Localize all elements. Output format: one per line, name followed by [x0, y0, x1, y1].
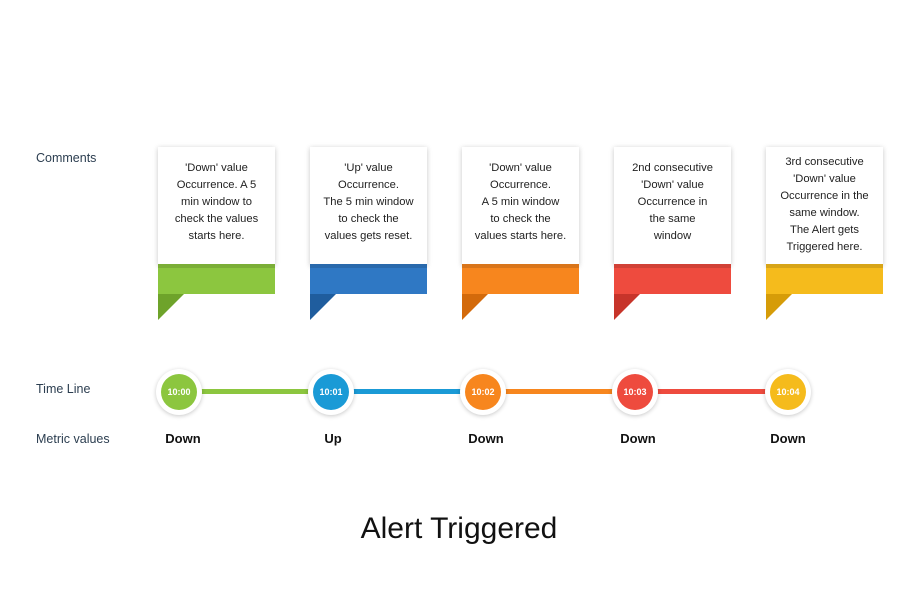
time-label: 10:03 [617, 374, 653, 410]
metric-value: Down [468, 431, 504, 446]
comment-text: 2nd consecutive 'Down' value Occurrence … [632, 162, 713, 242]
comment-card-3: 'Down' value Occurrence. A 5 min window … [462, 147, 579, 320]
metric-value: Down [770, 431, 806, 446]
metric-values-label: Metric values [36, 432, 110, 446]
timeline-segment-blue [352, 389, 466, 394]
time-label: 10:00 [161, 374, 197, 410]
comment-card-ribbon [462, 264, 579, 294]
timeline-segment-green [200, 389, 314, 394]
comment-card-4: 2nd consecutive 'Down' value Occurrence … [614, 147, 731, 320]
comment-card-body: 'Down' value Occurrence. A 5 min window … [158, 147, 275, 265]
timeline-node-3: 10:02 [460, 369, 506, 415]
comment-card-tail [614, 294, 640, 320]
comment-text: 3rd consecutive 'Down' value Occurrence … [780, 156, 869, 253]
timeline-node-1: 10:00 [156, 369, 202, 415]
comment-card-ribbon [158, 264, 275, 294]
metric-value: Down [165, 431, 201, 446]
time-label: 10:02 [465, 374, 501, 410]
comment-card-ribbon [766, 264, 883, 294]
timeline-label: Time Line [36, 382, 91, 396]
comment-card-tail [310, 294, 336, 320]
comment-card-body: 'Down' value Occurrence. A 5 min window … [462, 147, 579, 265]
timeline-node-4: 10:03 [612, 369, 658, 415]
comment-card-ribbon [614, 264, 731, 294]
metric-value: Up [324, 431, 342, 446]
comment-card-5: 3rd consecutive 'Down' value Occurrence … [766, 147, 883, 320]
time-label: 10:04 [770, 374, 806, 410]
comment-card-body: 'Up' value Occurrence. The 5 min window … [310, 147, 427, 265]
comment-card-body: 3rd consecutive 'Down' value Occurrence … [766, 147, 883, 265]
comment-card-body: 2nd consecutive 'Down' value Occurrence … [614, 147, 731, 265]
comments-label: Comments [36, 151, 97, 165]
timeline-segment-red [656, 389, 770, 394]
comment-card-tail [462, 294, 488, 320]
metric-value: Down [620, 431, 656, 446]
comment-text: 'Down' value Occurrence. A 5 min window … [474, 162, 567, 242]
comment-text: 'Up' value Occurrence. The 5 min window … [323, 162, 414, 242]
timeline-node-5: 10:04 [765, 369, 811, 415]
comment-card-1: 'Down' value Occurrence. A 5 min window … [158, 147, 275, 320]
comment-card-2: 'Up' value Occurrence. The 5 min window … [310, 147, 427, 320]
timeline-segment-orange [504, 389, 618, 394]
time-label: 10:01 [313, 374, 349, 410]
comment-card-ribbon [310, 264, 427, 294]
comment-card-tail [158, 294, 184, 320]
comment-card-tail [766, 294, 792, 320]
alert-triggered-title: Alert Triggered [360, 512, 558, 545]
timeline-node-2: 10:01 [308, 369, 354, 415]
comment-text: 'Down' value Occurrence. A 5 min window … [174, 162, 259, 242]
